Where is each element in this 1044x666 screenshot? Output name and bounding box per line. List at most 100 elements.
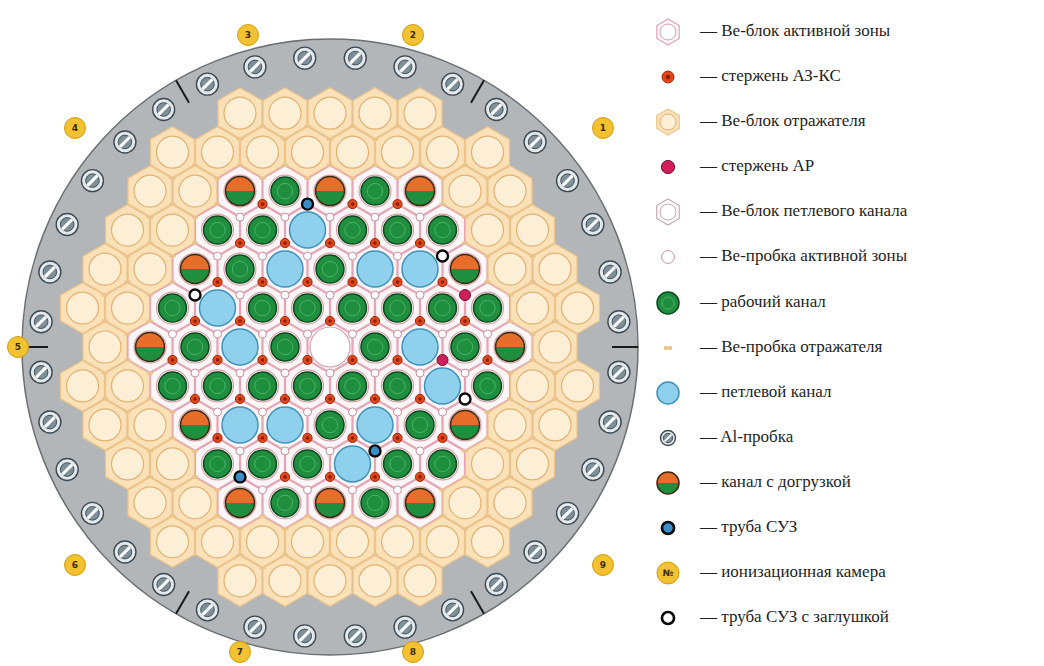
block-bore xyxy=(472,448,504,480)
al-plug xyxy=(344,625,366,647)
block-bore xyxy=(404,487,436,519)
reflector-be-plug xyxy=(532,410,535,413)
fuel-channel-inner xyxy=(480,300,495,315)
block-bore xyxy=(179,487,211,519)
legend-item: — петлевой канал xyxy=(700,381,832,403)
fuel-channel-inner xyxy=(255,300,270,315)
block-bore xyxy=(202,370,234,402)
core-be-plug xyxy=(371,213,379,221)
core-drawing xyxy=(45,417,55,427)
reflector-be-plug xyxy=(420,553,423,556)
block-bore xyxy=(337,292,369,324)
core-drawing xyxy=(298,51,312,65)
loaded-channel-top xyxy=(406,488,435,503)
reflector-be-plug xyxy=(375,553,378,556)
fuel-channel-inner xyxy=(412,417,427,432)
core-be-plug xyxy=(281,447,289,455)
core-be-plug xyxy=(394,252,402,260)
reflector-be-plug xyxy=(262,566,265,569)
core-be-plug xyxy=(394,330,402,338)
reflector-be-plug xyxy=(150,449,153,452)
safety-rod xyxy=(662,71,674,83)
core-drawing xyxy=(202,79,212,89)
safety-rod-core xyxy=(193,397,197,401)
legend-text: — рабочий канал xyxy=(700,292,826,311)
reflector-be-plug xyxy=(465,241,468,244)
core-drawing xyxy=(614,367,624,377)
al-plug xyxy=(524,131,546,153)
reflector-be-plug xyxy=(465,163,468,166)
core-drawing xyxy=(528,545,542,559)
loaded-channel-bottom xyxy=(181,269,210,284)
reflector-be-plug xyxy=(237,553,240,556)
core-drawing xyxy=(244,616,266,638)
loop-channel xyxy=(357,407,393,443)
reflector-be-plug xyxy=(304,566,307,569)
loop-channel xyxy=(335,446,371,482)
reflector-be-plug xyxy=(147,449,150,452)
safety-rod-core xyxy=(351,280,355,284)
block-bore xyxy=(427,448,459,480)
reflector-be-plug xyxy=(487,280,490,283)
core-drawing xyxy=(45,267,55,277)
fuel-channel-inner xyxy=(300,378,315,393)
reflector-be-plug xyxy=(394,176,397,179)
core-be-plug xyxy=(191,369,199,377)
reflector-be-plug xyxy=(394,514,397,517)
reflector-be-plug xyxy=(172,176,175,179)
chamber-number: 2 xyxy=(410,31,416,40)
chamber-number: 5 xyxy=(15,343,21,352)
reflector-be-plug xyxy=(150,319,153,322)
core-drawing xyxy=(56,459,78,481)
legend-item: — рабочий канал xyxy=(700,291,826,313)
core-drawing xyxy=(446,603,460,617)
block-bore xyxy=(494,409,526,441)
reflector-be-plug xyxy=(150,241,153,244)
fuel-channel xyxy=(339,372,367,400)
reflector-be-plug xyxy=(507,371,510,374)
safety-rod xyxy=(258,277,267,286)
core-be-plug xyxy=(484,330,492,338)
reflector-be-plug xyxy=(262,176,265,179)
fuel-channel xyxy=(384,372,412,400)
core-drawing xyxy=(599,261,621,283)
block-bore xyxy=(67,292,99,324)
safety-rod xyxy=(303,277,312,286)
core-drawing xyxy=(599,411,621,433)
fuel-channel xyxy=(384,450,412,478)
safety-rod xyxy=(168,355,177,364)
block-bore xyxy=(539,253,571,285)
reflector-be-plug xyxy=(192,163,195,166)
block-bore xyxy=(224,97,256,129)
reflector-be-plug xyxy=(307,514,310,517)
reflector-be-plug xyxy=(439,202,442,205)
core-be-plug xyxy=(304,330,312,338)
safety-rod xyxy=(325,316,334,325)
reflector-be-plug xyxy=(192,449,195,452)
safety-rod xyxy=(325,394,334,403)
block-bore xyxy=(337,526,369,558)
fuel-channel-inner xyxy=(435,300,450,315)
reflector-be-plug xyxy=(150,475,153,478)
reflector-be-plug xyxy=(147,371,150,374)
reflector-be-plug xyxy=(532,280,535,283)
safety-rod xyxy=(190,394,199,403)
core-be-plug xyxy=(326,447,334,455)
core-drawing xyxy=(661,431,676,446)
block-bore xyxy=(89,253,121,285)
loaded-channel-bottom xyxy=(316,191,345,206)
fuel-channel-inner xyxy=(662,297,674,309)
core-drawing xyxy=(43,415,57,429)
core-drawing xyxy=(294,625,316,647)
core-be-plug xyxy=(214,252,222,260)
core-drawing xyxy=(563,508,573,518)
control-rod xyxy=(437,354,448,365)
cps-tube xyxy=(235,471,246,482)
loaded-channel-bottom xyxy=(657,483,679,494)
core-drawing xyxy=(298,629,312,643)
al-plug xyxy=(244,616,266,638)
reflector-be-plug xyxy=(172,514,175,517)
reflector-be-plug xyxy=(352,176,355,179)
reflector-be-plug xyxy=(417,553,420,556)
core-drawing xyxy=(491,580,501,590)
